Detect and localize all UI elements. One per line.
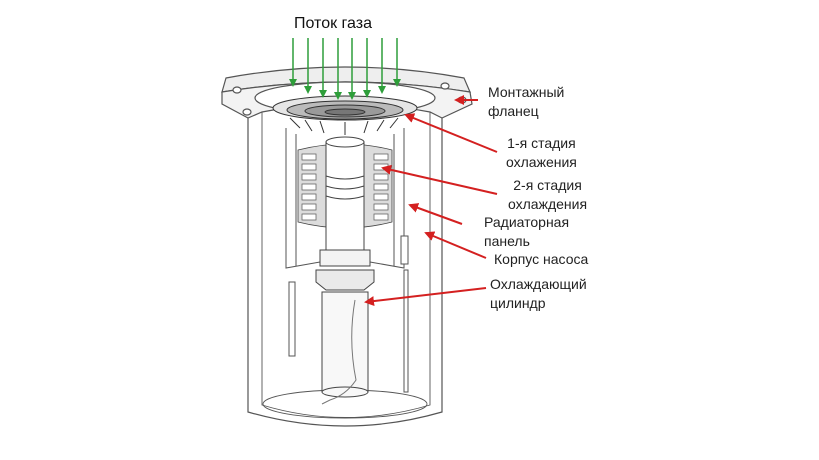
label-stage2-line2: охлаждения	[508, 196, 588, 212]
label-stage2-line1: 2-я стадия	[513, 177, 582, 193]
label-stage1-line2: охлажения	[506, 154, 577, 170]
label-body-line1: Корпус насоса	[494, 251, 589, 267]
pump-body	[247, 106, 443, 427]
gas-flow-arrows	[289, 38, 401, 100]
label-flange-line2: фланец	[488, 103, 539, 119]
label-radiator-line1: Радиаторная	[484, 214, 570, 230]
label-stage1: 1-я стадия охлажения	[506, 134, 577, 172]
side-tubes	[288, 235, 409, 393]
label-radiator-line2: панель	[484, 233, 530, 249]
label-stage2: 2-я стадия охлаждения	[508, 176, 587, 214]
label-radiator: Радиаторная панель	[484, 213, 569, 251]
label-cylinder: Охлаждающий цилиндр	[490, 275, 587, 313]
stage1-louvers	[272, 95, 418, 135]
label-cylinder-line1: Охлаждающий	[490, 276, 587, 292]
cold-head	[319, 136, 371, 267]
gas-flow-title: Поток газа	[294, 15, 372, 32]
label-stage1-line1: 1-я стадия	[507, 135, 576, 151]
label-flange: Монтажный фланец	[488, 83, 564, 121]
label-body: Корпус насоса	[494, 250, 588, 269]
cooling-cylinder	[315, 269, 375, 405]
label-flange-line1: Монтажный	[488, 84, 565, 100]
pointer-arrows	[364, 95, 498, 307]
label-cylinder-line2: цилиндр	[490, 295, 546, 311]
